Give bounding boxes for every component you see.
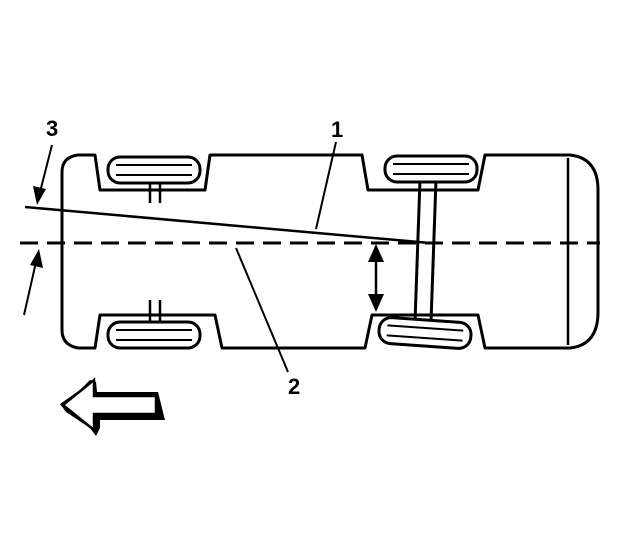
direction-of-travel-arrow	[60, 377, 165, 436]
rear-left-tire	[383, 154, 479, 184]
front-left-tire	[106, 155, 202, 185]
front-left-spindle	[148, 183, 162, 203]
vehicle-body-outline	[60, 153, 600, 350]
callout-label-thrust-line: 1	[331, 117, 343, 142]
thrust-angle-lower-arrow	[23, 249, 43, 316]
callout-label-geometric-centerline: 2	[288, 374, 300, 399]
rear-axle	[413, 179, 438, 323]
thrust-angle-upper-arrow	[33, 144, 53, 205]
callout-label-thrust-angle: 3	[46, 116, 58, 141]
front-right-spindle	[148, 300, 162, 322]
offset-dimension-arrow	[368, 244, 384, 312]
callout-2-leader	[235, 247, 289, 373]
rear-right-tire	[377, 316, 473, 350]
thrust-line	[24, 205, 431, 245]
callout-1-leader	[315, 141, 337, 230]
front-right-tire	[106, 320, 202, 350]
